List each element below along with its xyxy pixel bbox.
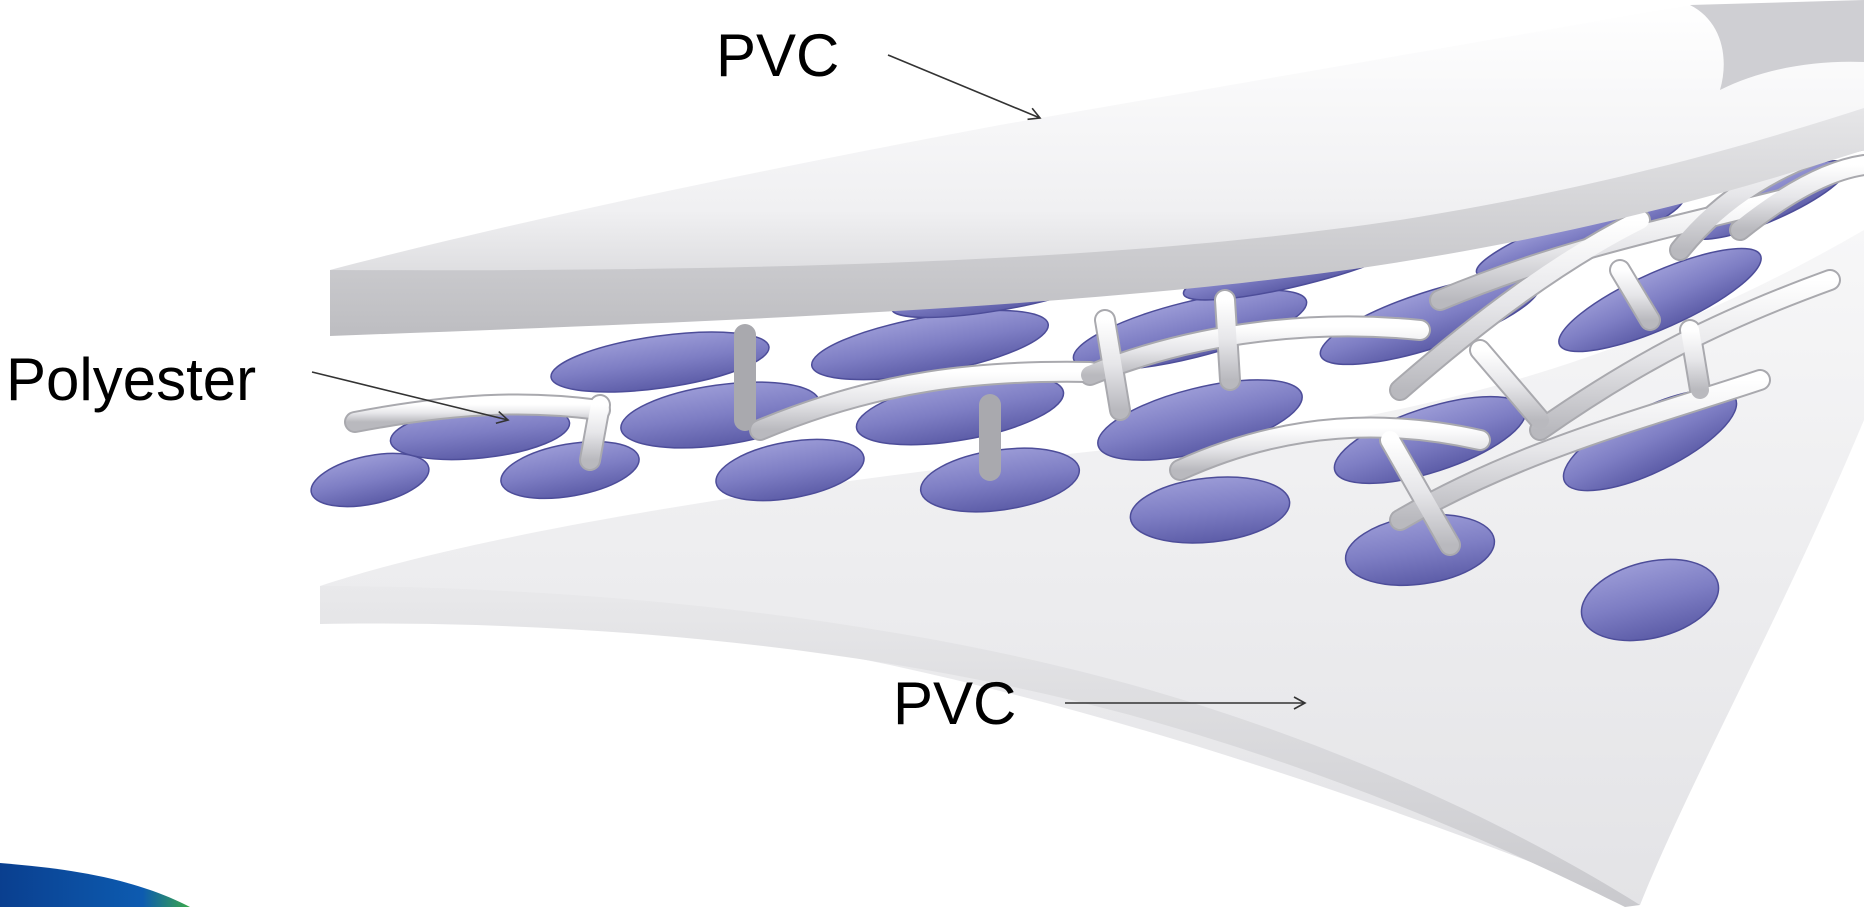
- pvc-bottom-label: PVC: [893, 674, 1016, 734]
- polyester-label: Polyester: [6, 350, 256, 410]
- pvc-top-leader-arrow: [888, 55, 1040, 118]
- pvc-top-label: PVC: [716, 26, 839, 86]
- corner-accent-swoosh: [0, 863, 190, 907]
